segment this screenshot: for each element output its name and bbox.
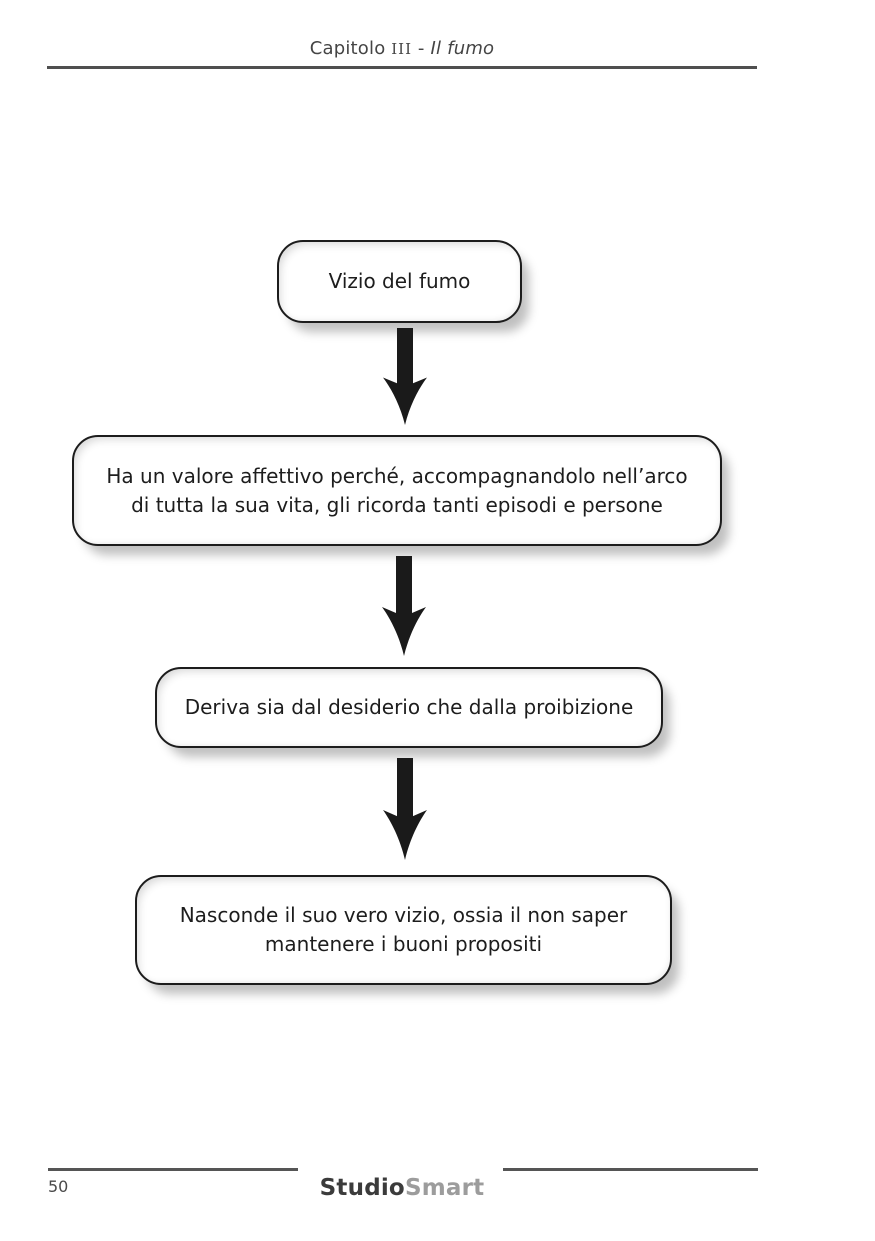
chapter-title: Il fumo — [430, 38, 495, 59]
flowchart-node-text: Nasconde il suo vero vizio, ossia il non… — [179, 903, 628, 956]
flowchart-node-text: Vizio del fumo — [328, 269, 471, 293]
flowchart-node-text: Deriva sia dal desiderio che dalla proib… — [184, 695, 634, 719]
chapter-header: Capitolo III - Il fumo — [310, 38, 495, 59]
chapter-numeral: III — [385, 40, 412, 58]
flowchart-node-vero-vizio: Nasconde il suo vero vizio, ossia il non… — [135, 875, 672, 985]
flowchart-node-valore-affettivo: Ha un valore affettivo perché, accompagn… — [72, 435, 722, 546]
footer-rule-right — [503, 1168, 758, 1171]
flowchart-node-vizio: Vizio del fumo — [277, 240, 522, 323]
publisher-logo: StudioSmart — [320, 1175, 485, 1201]
down-arrow-icon — [382, 758, 428, 860]
chapter-prefix: Capitolo — [309, 38, 386, 59]
down-arrow-icon — [382, 328, 428, 425]
chapter-separator: - — [411, 38, 431, 59]
publisher-logo-secondary: Smart — [404, 1175, 485, 1201]
header-rule — [47, 66, 757, 69]
page-number: 50 — [48, 1177, 69, 1196]
publisher-logo-primary: Studio — [319, 1175, 405, 1201]
flowchart-node-text: Ha un valore affettivo perché, accompagn… — [106, 463, 688, 517]
down-arrow-icon — [381, 556, 427, 656]
flowchart-node-desiderio-proibizione: Deriva sia dal desiderio che dalla proib… — [155, 667, 663, 748]
footer-rule-left — [48, 1168, 298, 1171]
